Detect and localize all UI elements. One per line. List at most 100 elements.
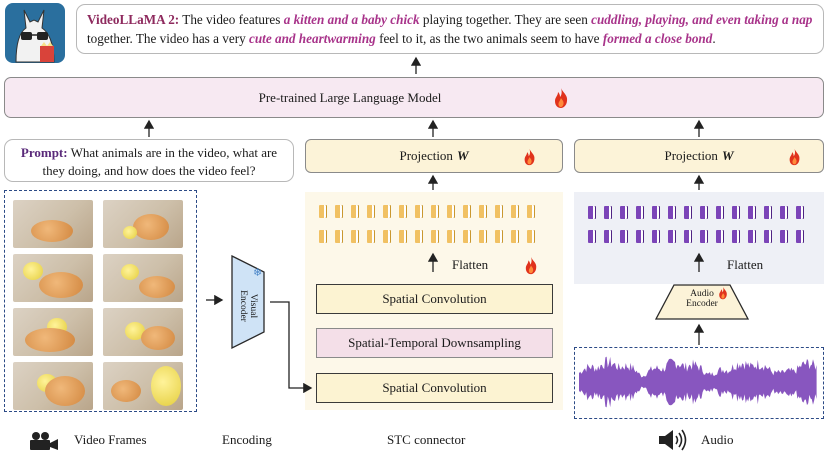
video-frame <box>103 362 183 410</box>
audio-token <box>748 206 755 219</box>
projection-var: W <box>456 148 469 163</box>
flame-icon <box>525 256 537 275</box>
audio-token <box>764 206 771 219</box>
visual-token <box>319 230 326 243</box>
audio-token <box>796 230 803 243</box>
visual-token <box>431 205 438 218</box>
video-frame <box>13 362 93 410</box>
projection-var: W <box>721 148 734 163</box>
audio-token <box>620 230 627 243</box>
audio-token <box>604 206 611 219</box>
visual-token <box>511 205 518 218</box>
answer-highlight: a kitten and a baby chick <box>283 12 420 27</box>
video-frame <box>103 254 183 302</box>
audio-token <box>700 230 707 243</box>
visual-token <box>447 230 454 243</box>
audio-token <box>732 206 739 219</box>
visual-token <box>495 205 502 218</box>
audio-token <box>636 206 643 219</box>
caption-encoding: Encoding <box>222 432 272 447</box>
audio-token <box>716 230 723 243</box>
video-frames-box <box>4 190 197 412</box>
projection-label: Projection <box>664 148 718 163</box>
flame-icon <box>789 148 800 166</box>
audio-token <box>652 230 659 243</box>
audio-token-row <box>588 230 812 243</box>
audio-token <box>684 230 691 243</box>
audio-encoder-line1: Audio <box>690 289 714 299</box>
flame-icon <box>719 286 727 300</box>
video-frame <box>103 308 183 356</box>
prompt-label: Prompt: <box>20 145 68 160</box>
audio-token <box>668 230 675 243</box>
visual-token <box>527 205 534 218</box>
audio-token-row <box>588 206 812 219</box>
model-name: VideoLLaMA 2: <box>87 12 180 27</box>
visual-token <box>367 230 374 243</box>
audio-token <box>668 206 675 219</box>
visual-token <box>495 230 502 243</box>
visual-token <box>431 230 438 243</box>
spatial-conv-label: Spatial Convolution <box>382 291 487 306</box>
llm-block: Pre-trained Large Language Model <box>4 77 824 118</box>
spatial-conv-label: Spatial Convolution <box>382 380 487 395</box>
answer-seg: playing together. They are seen <box>419 12 592 27</box>
spatial-conv-bottom: Spatial Convolution <box>316 373 553 403</box>
audio-token <box>716 206 723 219</box>
audio-token <box>588 206 595 219</box>
speaker-icon <box>659 429 687 451</box>
answer-seg: . <box>712 31 716 46</box>
visual-encoder-label: Visual Encoder <box>238 282 258 330</box>
answer-bubble: VideoLLaMA 2: The video features a kitte… <box>76 4 824 54</box>
answer-seg: The video features <box>179 12 284 27</box>
visual-token <box>415 205 422 218</box>
answer-seg: together. The video has a very <box>87 31 249 46</box>
audio-token <box>588 230 595 243</box>
audio-token <box>652 206 659 219</box>
caption-stc: STC connector <box>387 432 466 447</box>
visual-token-row <box>319 230 543 243</box>
llama-logo <box>4 2 66 64</box>
caption-video-frames: Video Frames <box>74 432 147 447</box>
visual-token <box>399 205 406 218</box>
caption-audio: Audio <box>701 432 734 447</box>
projection-label: Projection <box>399 148 453 163</box>
visual-token <box>367 205 374 218</box>
visual-token <box>479 230 486 243</box>
visual-token <box>383 230 390 243</box>
stc-flatten-label: Flatten <box>452 257 489 272</box>
visual-token <box>351 205 358 218</box>
visual-encoder-line1: Visual <box>248 293 258 319</box>
visual-token <box>527 230 534 243</box>
visual-token <box>383 205 390 218</box>
audio-token <box>780 206 787 219</box>
audio-token <box>732 230 739 243</box>
visual-token <box>335 230 342 243</box>
video-frame <box>103 200 183 248</box>
audio-token <box>620 206 627 219</box>
answer-highlight: formed a close bond <box>602 31 713 46</box>
visual-token <box>447 205 454 218</box>
prompt-text: What animals are in the video, what are … <box>42 145 278 178</box>
video-frame <box>13 308 93 356</box>
prompt-bubble: Prompt: What animals are in the video, w… <box>4 139 294 182</box>
visual-encoder-line2: Encoder <box>238 290 248 322</box>
flame-icon <box>555 87 568 108</box>
audio-token <box>764 230 771 243</box>
audio-encoder-line2: Encoder <box>686 299 718 309</box>
audio-token <box>636 230 643 243</box>
answer-highlight: cuddling, playing, and even taking a nap <box>591 12 813 27</box>
snowflake-icon: ❄ <box>253 267 263 279</box>
visual-token <box>351 230 358 243</box>
visual-token <box>511 230 518 243</box>
audio-token <box>748 230 755 243</box>
audio-waveform-box <box>574 347 824 419</box>
visual-token <box>415 230 422 243</box>
answer-highlight: cute and heartwarming <box>248 31 376 46</box>
audio-token <box>700 206 707 219</box>
audio-token <box>604 230 611 243</box>
audio-token <box>780 230 787 243</box>
spatial-conv-top: Spatial Convolution <box>316 284 553 314</box>
visual-token <box>479 205 486 218</box>
